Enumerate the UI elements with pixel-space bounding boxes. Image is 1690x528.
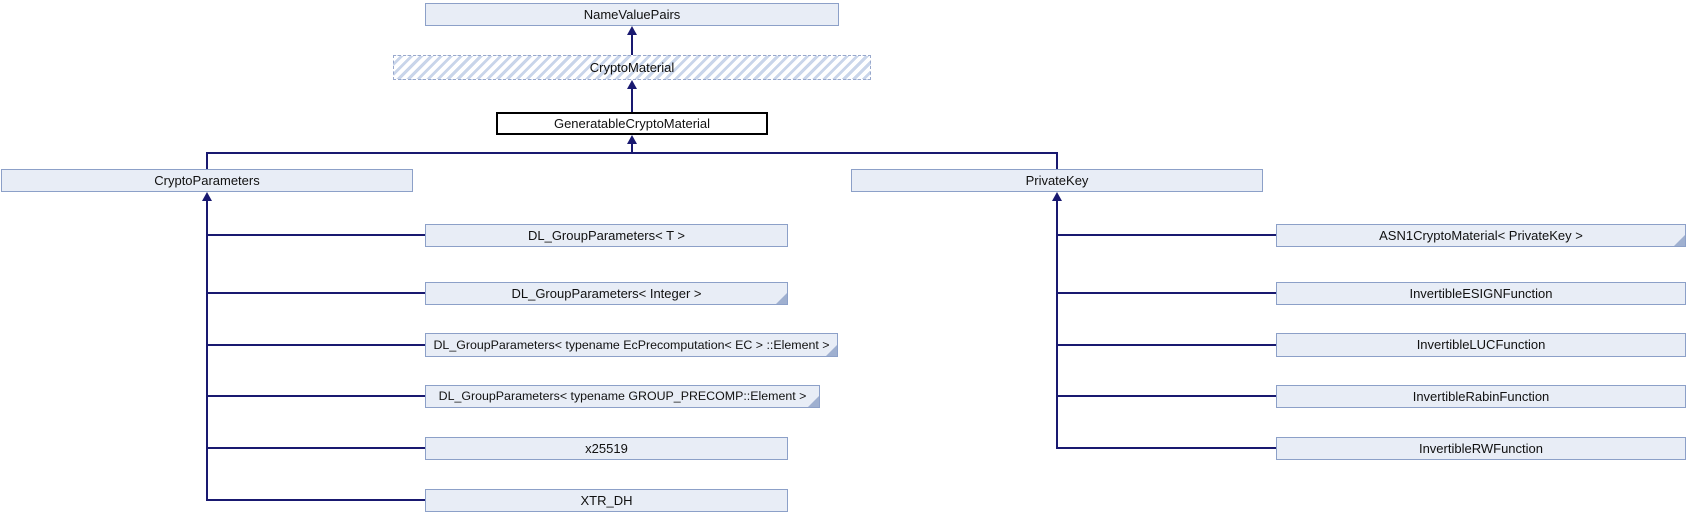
node-label: DL_GroupParameters< Integer > [511,286,702,301]
node-asn1-crypto-material[interactable]: ASN1CryptoMaterial< PrivateKey > [1276,224,1686,247]
truncated-fold-marker [826,345,837,356]
node-dl-group-parameters-group-precomp[interactable]: DL_GroupParameters< typename GROUP_PRECO… [425,385,820,408]
node-label: CryptoParameters [154,173,260,188]
truncated-fold-marker [776,293,787,304]
node-label: InvertibleRWFunction [1418,441,1544,456]
node-name-value-pairs[interactable]: NameValuePairs [425,3,839,26]
node-dl-group-parameters-integer[interactable]: DL_GroupParameters< Integer > [425,282,788,305]
node-invertible-rabin-function[interactable]: InvertibleRabinFunction [1276,385,1686,408]
node-x25519[interactable]: x25519 [425,437,788,460]
node-label: CryptoMaterial [589,60,675,75]
arrowhead-up [627,135,637,144]
node-private-key[interactable]: PrivateKey [851,169,1263,192]
node-label: PrivateKey [1025,173,1089,188]
edge-cryptoparameters-trunk [206,199,208,501]
edge-branch [207,292,425,294]
edge-branch [207,234,425,236]
node-label: DL_GroupParameters< T > [527,228,686,243]
node-invertible-luc-function[interactable]: InvertibleLUCFunction [1276,333,1686,357]
edge-branch [1057,344,1276,346]
edge-branch [1057,447,1276,449]
node-label: InvertibleRabinFunction [1412,389,1550,404]
node-label: XTR_DH [580,493,633,508]
edge-branch [207,447,425,449]
node-invertible-esign-function[interactable]: InvertibleESIGNFunction [1276,282,1686,305]
truncated-fold-marker [808,396,819,407]
edge-branch [207,499,425,501]
edge-root-to-cryptomaterial [631,88,633,112]
truncated-fold-marker [1674,235,1685,246]
node-dl-group-parameters-ecprecomputation[interactable]: DL_GroupParameters< typename EcPrecomput… [425,333,838,357]
node-crypto-material[interactable]: CryptoMaterial [393,55,871,80]
edge-privatekey-trunk [1056,199,1058,449]
node-crypto-parameters[interactable]: CryptoParameters [1,169,413,192]
edge-rail-to-cryptoparameters [206,152,208,169]
arrowhead-up [202,192,212,201]
node-label: x25519 [585,441,628,456]
edge-branch [207,395,425,397]
node-label: DL_GroupParameters< typename GROUP_PRECO… [438,389,807,403]
node-xtr-dh[interactable]: XTR_DH [425,489,788,512]
node-label: InvertibleLUCFunction [1416,337,1546,352]
arrowhead-up [627,80,637,89]
edge-branch [1057,292,1276,294]
edge-rail-to-privatekey [1056,152,1058,169]
edge-branch [1057,395,1276,397]
node-generatable-crypto-material: GeneratableCryptoMaterial [496,112,768,135]
node-label: GeneratableCryptoMaterial [553,116,711,131]
edge-subclass-rail-stub [631,143,633,152]
edge-branch [1057,234,1276,236]
edge-cryptomaterial-to-namevaluepairs [631,34,633,55]
arrowhead-up [627,26,637,35]
node-label: DL_GroupParameters< typename EcPrecomput… [433,338,830,352]
node-label: InvertibleESIGNFunction [1409,286,1553,301]
node-label: ASN1CryptoMaterial< PrivateKey > [1379,228,1583,243]
arrowhead-up [1052,192,1062,201]
node-label: NameValuePairs [583,7,681,22]
node-dl-group-parameters-t[interactable]: DL_GroupParameters< T > [425,224,788,247]
edge-branch [207,344,425,346]
edge-subclass-rail [206,152,1058,154]
node-invertible-rw-function[interactable]: InvertibleRWFunction [1276,437,1686,460]
